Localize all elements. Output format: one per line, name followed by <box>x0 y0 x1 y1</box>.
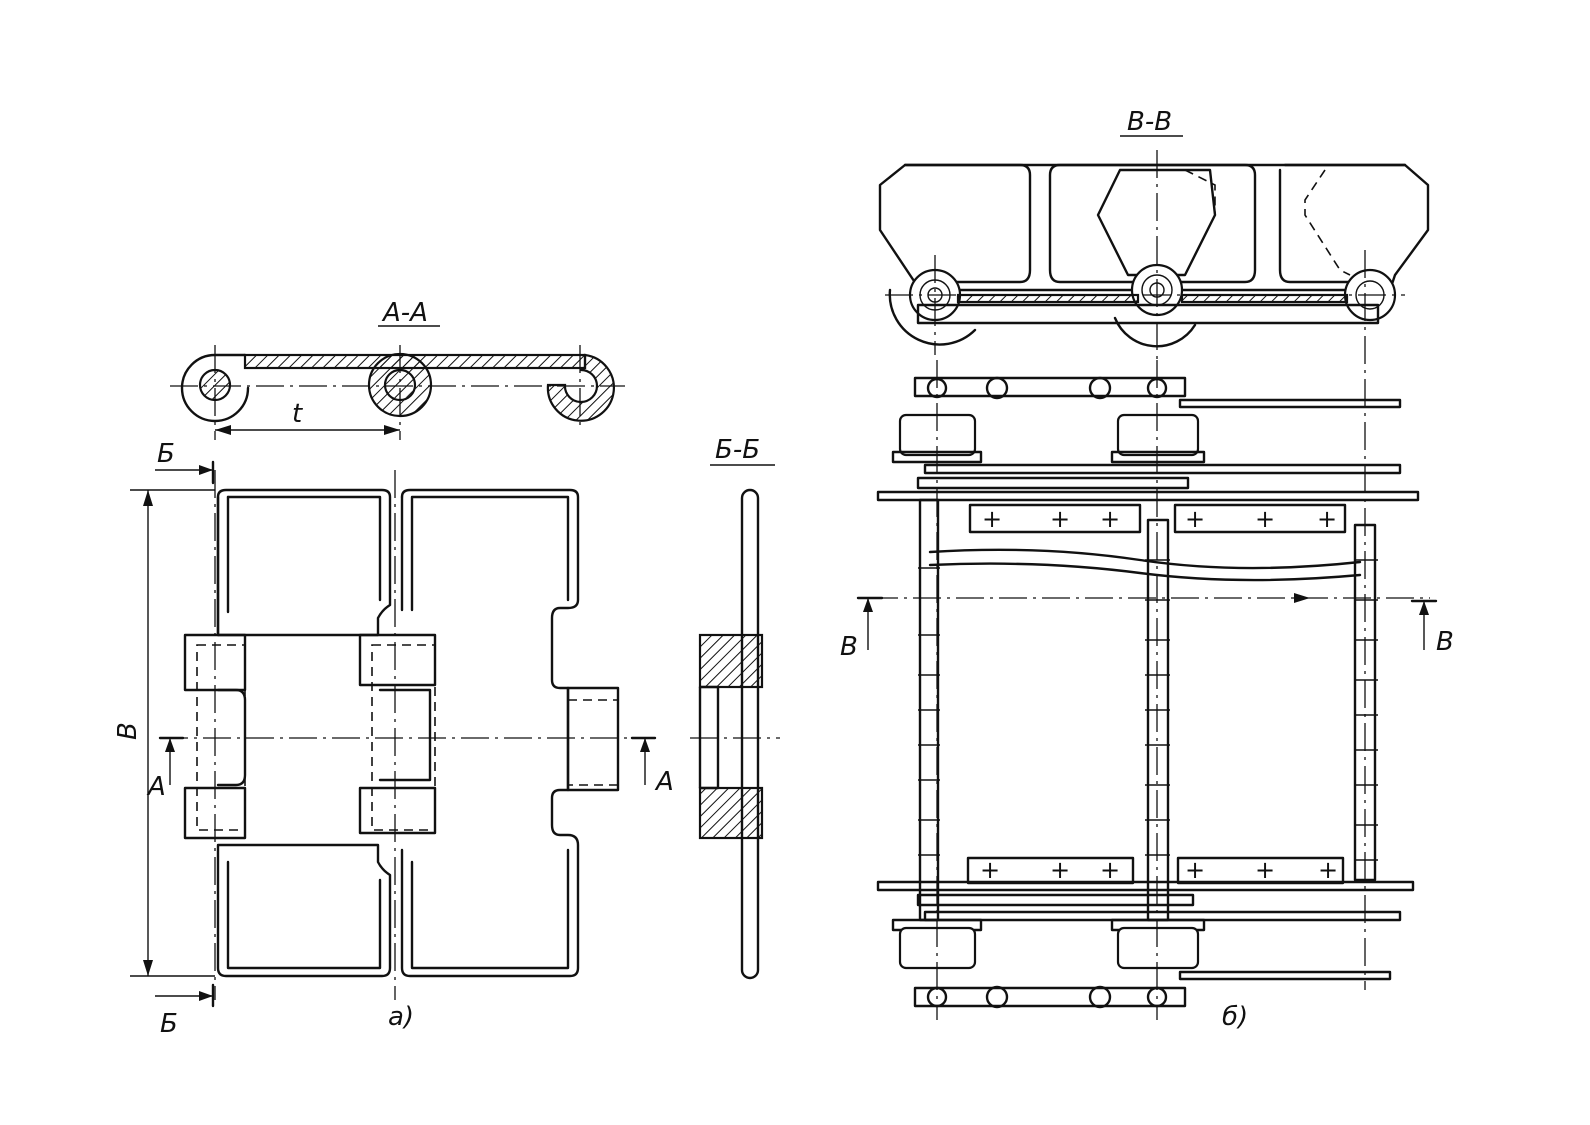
cut-v-right-label: В <box>1436 627 1454 657</box>
conveyor-plan-view: + + + + + + <box>840 360 1454 1032</box>
svg-text:+: + <box>1255 505 1275 533</box>
cut-a-right-label: А <box>654 767 674 797</box>
svg-text:+: + <box>982 505 1002 533</box>
plate-plan-view: B Б Б А А а) <box>113 439 674 1039</box>
cut-b-bottom-label: Б <box>160 1009 178 1039</box>
section-bb-view: Б-Б <box>690 435 780 980</box>
svg-text:+: + <box>1185 505 1205 533</box>
width-label: B <box>113 722 143 740</box>
section-vv-label: В-В <box>1127 107 1172 137</box>
svg-text:+: + <box>980 856 1000 884</box>
svg-text:+: + <box>1185 856 1205 884</box>
section-aa-label: А-А <box>381 298 428 328</box>
section-vv-view: В-В <box>878 107 1430 990</box>
section-bb-label: Б-Б <box>715 435 760 465</box>
pitch-label: t <box>292 399 303 429</box>
svg-text:+: + <box>1050 505 1070 533</box>
cut-b-top-label: Б <box>157 439 175 469</box>
svg-text:+: + <box>1318 856 1338 884</box>
svg-text:+: + <box>1255 856 1275 884</box>
svg-text:+: + <box>1100 856 1120 884</box>
figure-a-label: а) <box>388 1002 414 1032</box>
cut-v-left-label: В <box>840 632 858 662</box>
svg-text:+: + <box>1100 505 1120 533</box>
cut-a-left-label: А <box>146 772 166 802</box>
svg-text:+: + <box>1317 505 1337 533</box>
section-aa-view: А-А t <box>170 298 625 440</box>
figure-b-label: б) <box>1222 1002 1248 1032</box>
svg-text:+: + <box>1050 856 1070 884</box>
